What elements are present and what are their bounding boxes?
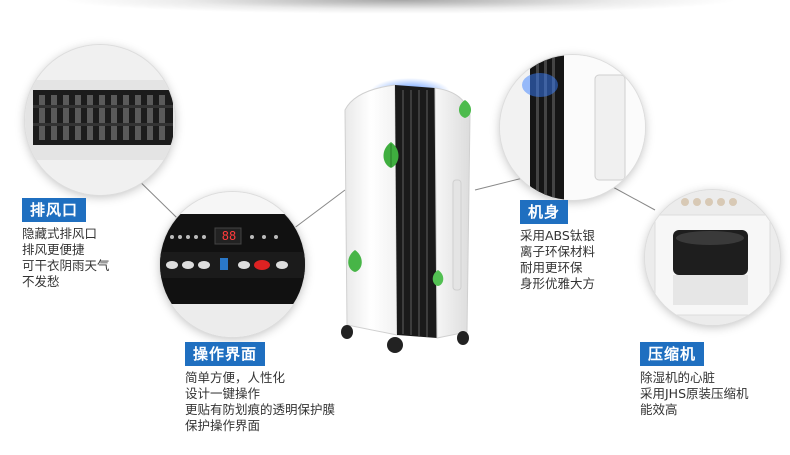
desc-line: 除湿机的心脏: [640, 370, 716, 385]
exhaust-vent-closeup: [25, 45, 175, 195]
panel-display-digits: 88: [221, 229, 237, 243]
desc-line: 采用ABS钛银: [520, 228, 595, 243]
desc-line: 隐藏式排风口: [22, 226, 98, 241]
top-shadow: [60, 0, 740, 14]
feature-desc-body: 采用ABS钛银 离子环保材料 耐用更环保 身形优雅大方: [520, 228, 595, 292]
desc-line: 采用JHS原装压缩机: [640, 386, 749, 401]
feature-title-compressor: 压缩机: [640, 342, 705, 366]
desc-line: 保护操作界面: [185, 418, 261, 433]
desc-line: 不发愁: [22, 274, 60, 289]
dehumidifier-product: [325, 70, 485, 360]
desc-line: 排风更便捷: [22, 242, 85, 257]
feature-desc-compressor: 除湿机的心脏 采用JHS原装压缩机 能效高: [640, 370, 749, 418]
leaf-icon: [458, 100, 472, 118]
desc-line: 身形优雅大方: [520, 276, 596, 291]
desc-line: 更贴有防划痕的透明保护膜: [185, 402, 336, 417]
desc-line: 耐用更环保: [520, 260, 583, 275]
feature-title-exhaust: 排风口: [22, 198, 87, 222]
feature-title-panel: 操作界面: [185, 342, 266, 366]
desc-line: 简单方便，人性化: [185, 370, 286, 385]
compressor-closeup: [645, 190, 780, 325]
leaf-icon: [348, 250, 362, 272]
feature-desc-panel: 简单方便，人性化 设计一键操作 更贴有防划痕的透明保护膜 保护操作界面: [185, 370, 335, 434]
desc-line: 离子环保材料: [520, 244, 596, 259]
body-closeup: [500, 55, 645, 200]
desc-line: 能效高: [640, 402, 678, 417]
leaf-icon: [383, 142, 399, 168]
feature-desc-exhaust: 隐藏式排风口 排风更便捷 可干衣阴雨天气 不发愁: [22, 226, 110, 290]
control-panel-closeup: 88: [160, 192, 305, 337]
desc-line: 可干衣阴雨天气: [22, 258, 110, 273]
leaf-icon: [432, 270, 444, 286]
desc-line: 设计一键操作: [185, 386, 261, 401]
feature-title-body: 机身: [520, 200, 569, 224]
